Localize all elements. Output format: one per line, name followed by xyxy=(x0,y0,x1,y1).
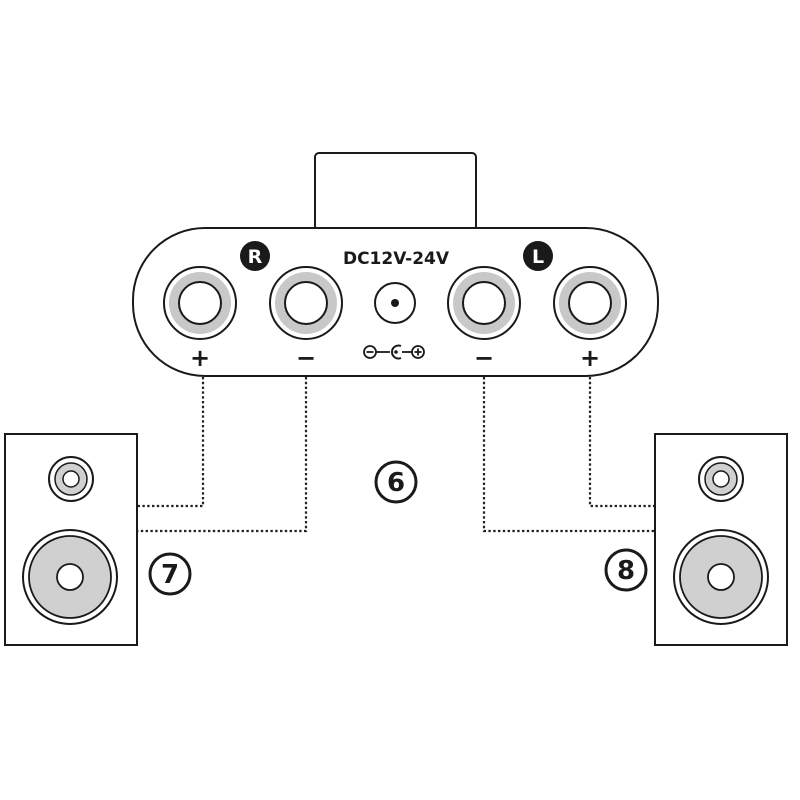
woofer-icon xyxy=(673,529,769,625)
callout-amplifier: 6 xyxy=(374,460,418,504)
voltage-label: DC12V-24V xyxy=(343,249,450,269)
terminal-left-negative xyxy=(447,266,521,340)
left-channel-badge: L xyxy=(523,241,553,271)
terminal-right-negative xyxy=(269,266,343,340)
callout-right-speaker: 7 xyxy=(148,552,192,596)
left-channel-badge-label: L xyxy=(532,246,544,268)
wire-right-negative xyxy=(138,377,308,533)
terminal-label-right-negative: − xyxy=(296,344,316,372)
terminal-label-left-positive: + xyxy=(580,344,600,372)
wire-right-positive xyxy=(138,377,205,508)
callout-left-speaker-number: 8 xyxy=(617,556,635,586)
wire-left-negative xyxy=(482,377,654,533)
right-channel-badge-label: R xyxy=(248,246,263,268)
callout-left-speaker: 8 xyxy=(604,548,648,592)
tweeter-icon xyxy=(48,456,94,502)
woofer-icon xyxy=(22,529,118,625)
dc-power-jack xyxy=(374,282,416,324)
tweeter-icon xyxy=(698,456,744,502)
terminal-left-positive xyxy=(553,266,627,340)
speaker-left-channel xyxy=(654,433,788,646)
right-channel-badge: R xyxy=(240,241,270,271)
terminal-right-positive xyxy=(163,266,237,340)
callout-amplifier-number: 6 xyxy=(387,468,405,498)
speaker-right-channel xyxy=(4,433,138,646)
terminal-label-left-negative: − xyxy=(474,344,494,372)
terminal-label-right-positive: + xyxy=(190,344,210,372)
dc-polarity-icon xyxy=(363,344,425,360)
callout-right-speaker-number: 7 xyxy=(161,560,179,590)
amplifier-rear-module xyxy=(314,152,477,231)
wire-left-positive xyxy=(588,377,654,508)
